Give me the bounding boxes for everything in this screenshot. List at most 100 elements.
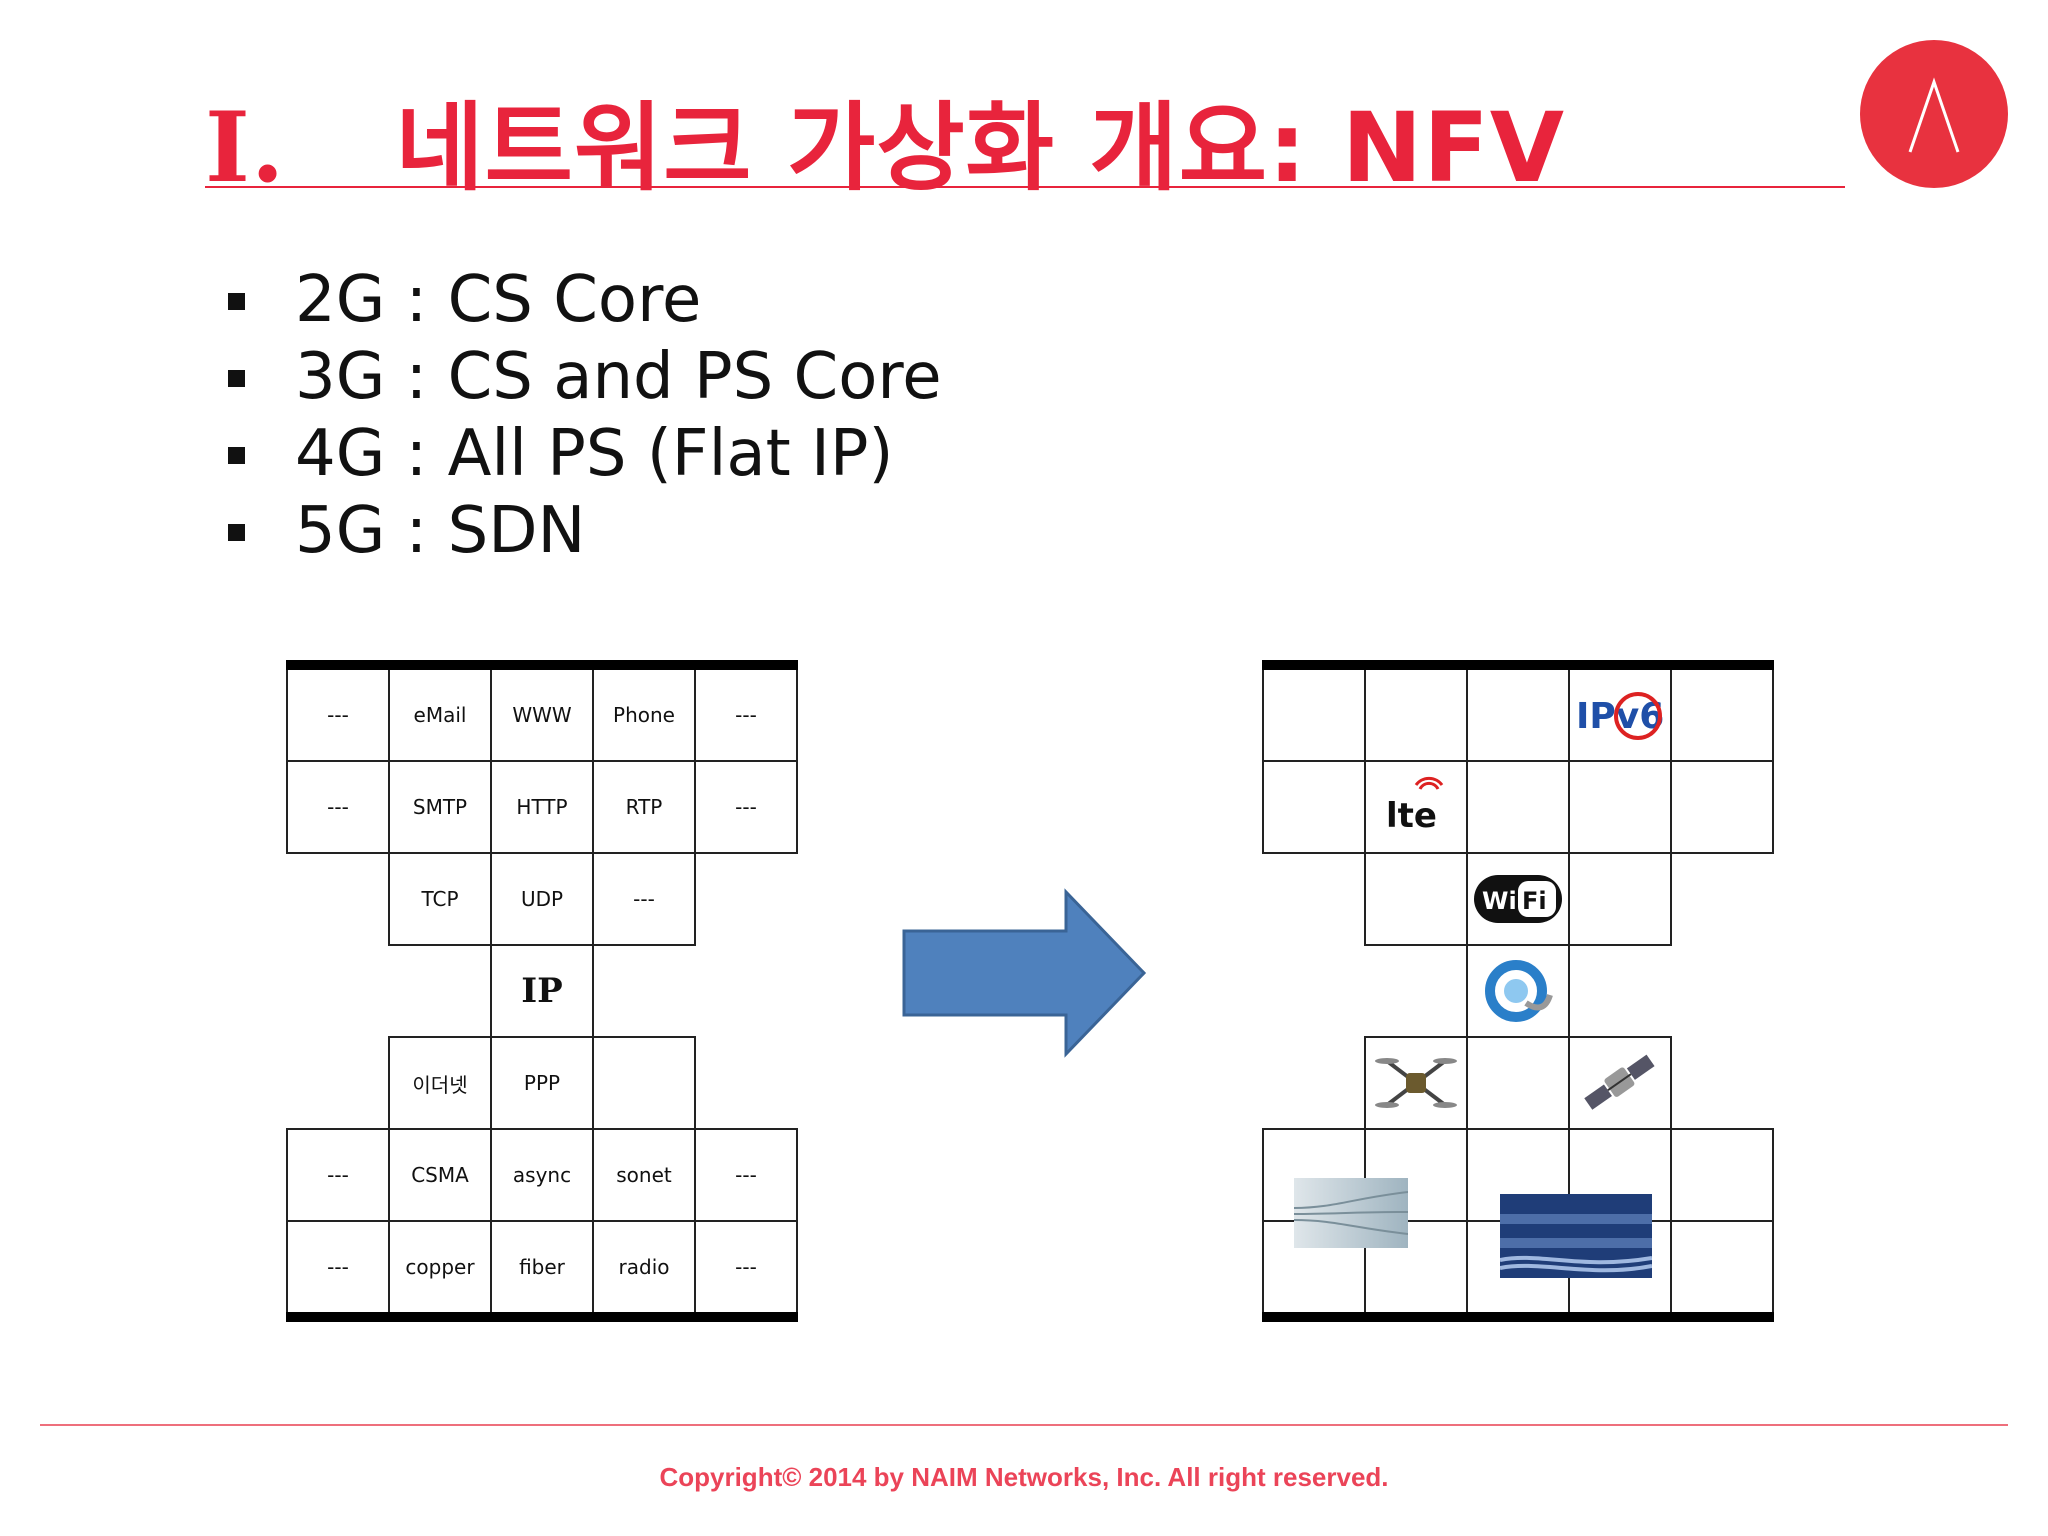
bullet-square-icon [228,370,245,387]
table-cell [1364,852,1468,946]
table-cell [1670,760,1774,854]
table-cell [1466,660,1570,762]
table-row: --- eMail WWW Phone --- [286,660,798,762]
table-cell: async [490,1128,594,1222]
table-cell [1670,1220,1774,1322]
table-row: lte [1262,760,1774,854]
table-cell [1569,944,1671,1038]
table-cell [1671,1037,1773,1130]
lte-logo-icon: lte [1364,760,1468,854]
table-cell: sonet [592,1128,696,1222]
table-cell: --- [286,760,390,854]
table-cell: --- [694,660,798,762]
table-cell [695,945,797,1037]
bullet-square-icon [228,524,245,541]
table-cell: RTP [592,760,696,854]
bullet-item: 5G : SDN [225,493,942,570]
table-row [1263,944,1773,1038]
drone-icon [1364,1036,1468,1130]
table-row: --- copper fiber radio --- [286,1220,798,1322]
table-cell [1364,660,1468,762]
table-row: --- CSMA async sonet --- [286,1128,798,1222]
table-cell [1670,1128,1774,1222]
right-arrow-icon [900,888,1150,1063]
table-cell [1466,1036,1570,1130]
bullet-item: 3G : CS and PS Core [225,339,942,416]
brand-logo-icon [1860,40,2008,188]
table-cell [695,1037,797,1130]
table-cell [389,944,491,1038]
footer-divider [40,1424,2008,1426]
table-cell: WWW [490,660,594,762]
table-cell: HTTP [490,760,594,854]
table-cell: --- [694,1128,798,1222]
table-cell [592,1036,696,1130]
table-cell: PPP [490,1036,594,1130]
table-cell: --- [286,1128,390,1222]
wifi-logo-icon: Wi Fi [1466,852,1570,946]
table-cell [1365,944,1467,1038]
table-cell [1263,1037,1365,1130]
bullet-list: 2G : CS Core 3G : CS and PS Core 4G : Al… [225,262,942,570]
table-row: 이더넷 PPP [287,1036,797,1130]
table-row [1262,1194,1774,1322]
title-number: I. [205,91,286,204]
table-cell [287,1037,389,1130]
table-cell [1263,852,1365,945]
table-cell: eMail [388,660,492,762]
table-cell: 이더넷 [388,1036,492,1130]
table-cell [1671,852,1773,945]
bullet-square-icon [228,447,245,464]
table-row [1263,1036,1773,1130]
table-cell [1262,660,1366,762]
table-cell [1671,945,1773,1037]
satellite-icon [1568,1036,1672,1130]
table-cell [593,944,695,1038]
table-cell: --- [694,760,798,854]
table-cell: --- [286,660,390,762]
bullet-item: 2G : CS Core [225,262,942,339]
table-cell: radio [592,1220,696,1322]
table-cell [695,852,797,945]
fiber-optic-cables-icon [1262,1128,1408,1248]
network-switch-cables-icon [1466,1194,1652,1322]
internet-explorer-icon [1466,944,1570,1038]
title-underline [205,186,1845,188]
ipv6-logo-icon: IPv6 [1568,660,1672,762]
technology-icon-table: IPv6 lte [1262,660,1774,1322]
svg-text:Wi: Wi [1482,887,1517,915]
svg-text:Fi: Fi [1522,887,1547,915]
table-cell: copper [388,1220,492,1322]
table-row: TCP UDP --- [287,852,797,946]
protocol-stack-table: --- eMail WWW Phone --- --- SMTP HTTP RT… [286,660,798,1322]
table-cell [1466,760,1570,854]
table-cell [287,945,389,1037]
table-cell [287,852,389,945]
table-cell [1263,945,1365,1037]
table-row: IPv6 [1262,660,1774,762]
table-cell: --- [592,852,696,946]
table-row: Wi Fi [1263,852,1773,946]
table-cell: --- [694,1220,798,1322]
table-cell: UDP [490,852,594,946]
bullet-item: 4G : All PS (Flat IP) [225,416,942,493]
svg-text:lte: lte [1386,796,1437,836]
table-cell: TCP [388,852,492,946]
title-text: 네트워크 가상화 개요: NFV [395,92,1566,204]
copyright-footer: Copyright© 2014 by NAIM Networks, Inc. A… [659,1462,1389,1492]
table-cell: --- [286,1220,390,1322]
bullet-square-icon [228,293,245,310]
table-cell [1670,660,1774,762]
table-cell [1568,852,1672,946]
table-cell: Phone [592,660,696,762]
table-row: --- SMTP HTTP RTP --- [286,760,798,854]
table-cell: fiber [490,1220,594,1322]
table-cell [1262,760,1366,854]
slide-title: I. 네트워크 가상화 개요: NFV [205,70,1565,209]
table-cell [1568,760,1672,854]
table-cell: CSMA [388,1128,492,1222]
table-row: IP [287,944,797,1038]
table-cell: SMTP [388,760,492,854]
ip-layer-cell: IP [490,944,594,1038]
